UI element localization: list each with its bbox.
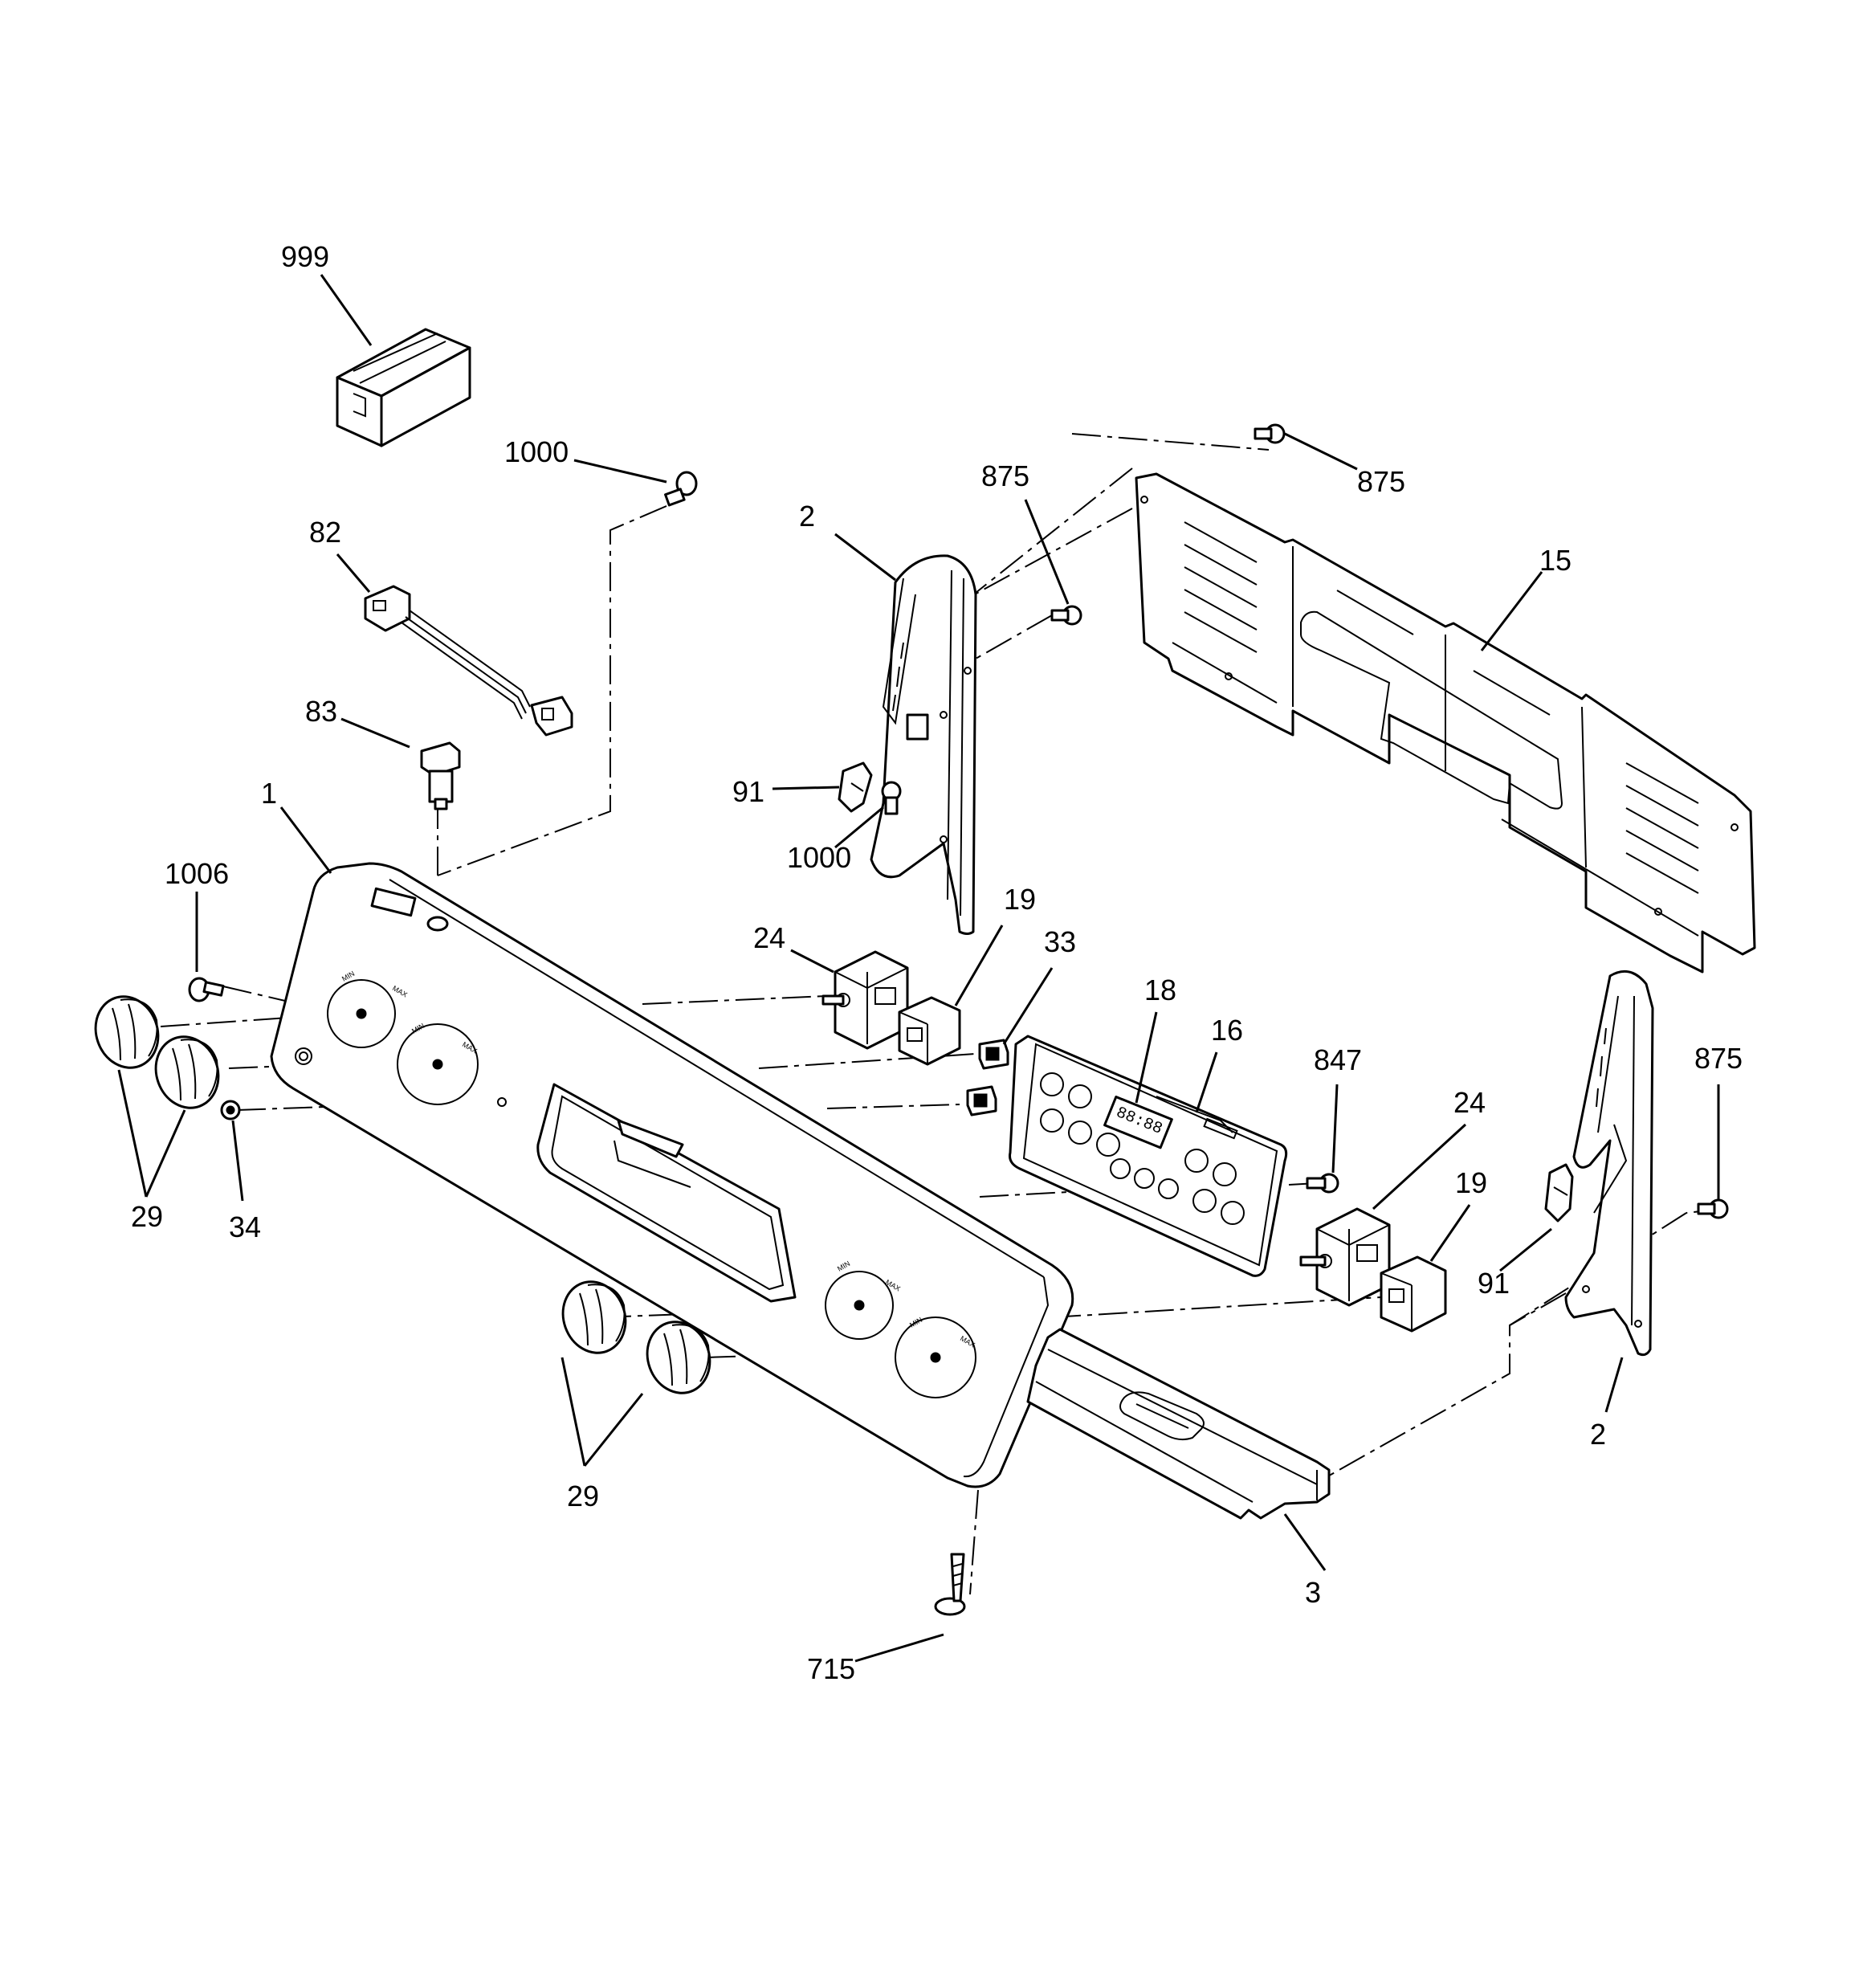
callout-1: 1 <box>261 777 277 810</box>
part-2-bracket-right <box>1564 970 1654 1357</box>
part-2-bracket-left <box>870 554 977 935</box>
callout-875-mid: 875 <box>981 459 1029 492</box>
knob-left-2 <box>154 1035 220 1109</box>
part-33-rocker-switches <box>966 1039 1009 1116</box>
knob-bottom-2 <box>646 1321 711 1394</box>
part-16-control-board: 88:88 <box>1009 1035 1288 1277</box>
callout-1000-mid: 1000 <box>787 841 851 874</box>
leader-lines <box>117 274 1720 1663</box>
part-82-harness <box>364 585 573 737</box>
callout-19-right: 19 <box>1455 1166 1487 1199</box>
part-847-screw <box>1306 1173 1339 1194</box>
callout-83: 83 <box>305 695 337 728</box>
callout-16: 16 <box>1211 1014 1243 1047</box>
callout-24-right: 24 <box>1453 1086 1486 1119</box>
part-83-indicator <box>420 741 461 810</box>
callout-999: 999 <box>281 240 329 273</box>
part-29-knobs-bottom <box>561 1280 711 1394</box>
callout-34: 34 <box>229 1210 261 1243</box>
callout-15: 15 <box>1539 544 1572 577</box>
callout-715: 715 <box>807 1652 855 1685</box>
part-1006-screw <box>188 977 225 1002</box>
knob-bottom-1 <box>561 1280 627 1354</box>
callout-875-top: 875 <box>1357 465 1405 498</box>
part-3-trim-strip <box>1026 1328 1331 1520</box>
part-19-switch-right <box>1380 1255 1447 1333</box>
part-875-screw-top <box>1254 423 1286 444</box>
part-29-knobs-left <box>94 995 220 1109</box>
part-715-screw <box>934 1553 966 1616</box>
callout-29-left: 29 <box>131 1200 163 1233</box>
callout-91-left: 91 <box>732 775 764 808</box>
callout-91-right: 91 <box>1478 1267 1510 1300</box>
part-34-nut <box>220 1100 241 1121</box>
part-19-switch-left <box>898 996 961 1066</box>
callout-2-top: 2 <box>799 500 815 533</box>
callout-18: 18 <box>1144 974 1176 1006</box>
part-875-screw-right <box>1697 1198 1729 1219</box>
part-1000-screw-top <box>664 471 698 507</box>
callout-875-right: 875 <box>1694 1042 1743 1075</box>
part-15-rear-shield <box>1135 472 1756 974</box>
part-1-control-panel: MIN MAX MIN MAX MIN MAX MIN MAX <box>270 862 1074 1488</box>
part-91-clip-top <box>838 761 873 813</box>
callout-29-bottom: 29 <box>567 1480 599 1512</box>
callout-847: 847 <box>1314 1043 1362 1076</box>
callout-24-left: 24 <box>753 921 785 954</box>
part-1000-screw-mid <box>881 781 902 815</box>
part-875-screw-mid <box>1050 605 1082 626</box>
part-91-clip-right <box>1544 1163 1574 1223</box>
part-999-box <box>336 328 471 447</box>
callout-19-left: 19 <box>1004 883 1036 916</box>
knob-left-1 <box>94 995 160 1069</box>
callout-1000-top: 1000 <box>504 435 569 468</box>
callout-2-bottom: 2 <box>1590 1418 1606 1451</box>
part-24-switch-right <box>1299 1207 1391 1307</box>
callout-82: 82 <box>309 516 341 549</box>
callout-1006: 1006 <box>165 857 229 890</box>
callout-numbers: 999 1000 82 83 1 1006 29 34 2 875 91 100… <box>131 240 1743 1685</box>
part-24-switch-left <box>821 950 909 1050</box>
callout-3: 3 <box>1305 1576 1321 1609</box>
callout-33: 33 <box>1044 925 1076 958</box>
